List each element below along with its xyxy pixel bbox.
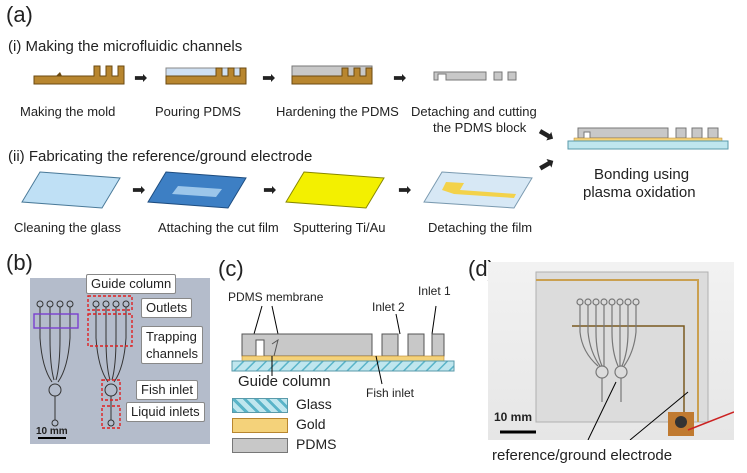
legend-glass-swatch [232,398,288,413]
callout-trapping-line1: Trapping [146,329,197,344]
device-photo [488,262,734,440]
glass-slide-drawing [21,171,121,209]
cut-pdms-drawing [433,71,517,81]
arrow-icon: ➡ [132,182,146,199]
label-inlet-2: Inlet 2 [372,300,405,314]
label-fish-inlet: Fish inlet [366,386,415,400]
panel-c-label: (c) [218,256,244,281]
arrow-icon: ➡ [263,182,277,199]
arrow-up-right-icon: ➡ [533,151,560,179]
legend-pdms-swatch [232,438,288,453]
callout-trapping-line2: channels [146,346,199,361]
sputtered-gold-drawing [285,171,385,209]
step-making-mold: Making the mold [20,104,116,119]
legend-gold-label: Gold [296,416,326,432]
callout-liquid-inlets: Liquid inlets [126,402,205,422]
cross-section-drawing [231,305,455,385]
arrow-down-right-icon: ➡ [533,121,559,149]
electrode-slide-drawing [423,171,533,209]
label-inlet-1: Inlet 1 [418,284,451,298]
arrow-icon: ➡ [134,70,148,87]
step-detaching-cutting-2: the PDMS block [433,120,527,135]
scale-bar-label-d: 10 mm [494,410,533,424]
mold-drawing [33,65,125,85]
section1-title: (i) Making the microfluidic channels [8,38,243,55]
callout-guide-column: Guide column [86,274,177,294]
section2-title: (ii) Fabricating the reference/ground el… [8,148,313,165]
step-pouring-pdms: Pouring PDMS [155,104,241,119]
cut-film-drawing [147,171,247,209]
bonded-device-drawing [567,127,729,150]
bonding-caption-2: plasma oxidation [583,184,696,201]
arrow-icon: ➡ [262,70,276,87]
arrow-icon: ➡ [393,70,407,87]
legend-gold-swatch [232,418,288,433]
legend-glass-label: Glass [296,396,332,412]
arrow-icon: ➡ [398,182,412,199]
electrode-caption: reference/ground electrode [492,447,673,464]
label-guide-column: Guide column [238,373,331,390]
panel-a-label: (a) [6,2,33,27]
step-sputtering: Sputtering Ti/Au [293,220,386,235]
step-detaching-cutting-1: Detaching and cutting [411,104,537,119]
label-pdms-membrane: PDMS membrane [228,290,324,304]
step-detaching-film: Detaching the film [428,220,533,235]
callout-trapping-channels: Trapping channels [141,326,204,364]
step-hardening-pdms: Hardening the PDMS [276,104,399,119]
legend-pdms-label: PDMS [296,436,337,452]
callout-fish-inlet: Fish inlet [136,380,199,400]
hardening-pdms-drawing [291,65,373,85]
scale-bar-label-b: 10 mm [36,426,68,437]
bonding-caption-1: Bonding using [594,166,690,183]
callout-outlets: Outlets [141,298,193,318]
panel-b-label: (b) [6,250,33,275]
pouring-pdms-drawing [165,67,247,85]
step-attaching-film: Attaching the cut film [158,220,279,235]
step-cleaning-glass: Cleaning the glass [14,220,121,235]
